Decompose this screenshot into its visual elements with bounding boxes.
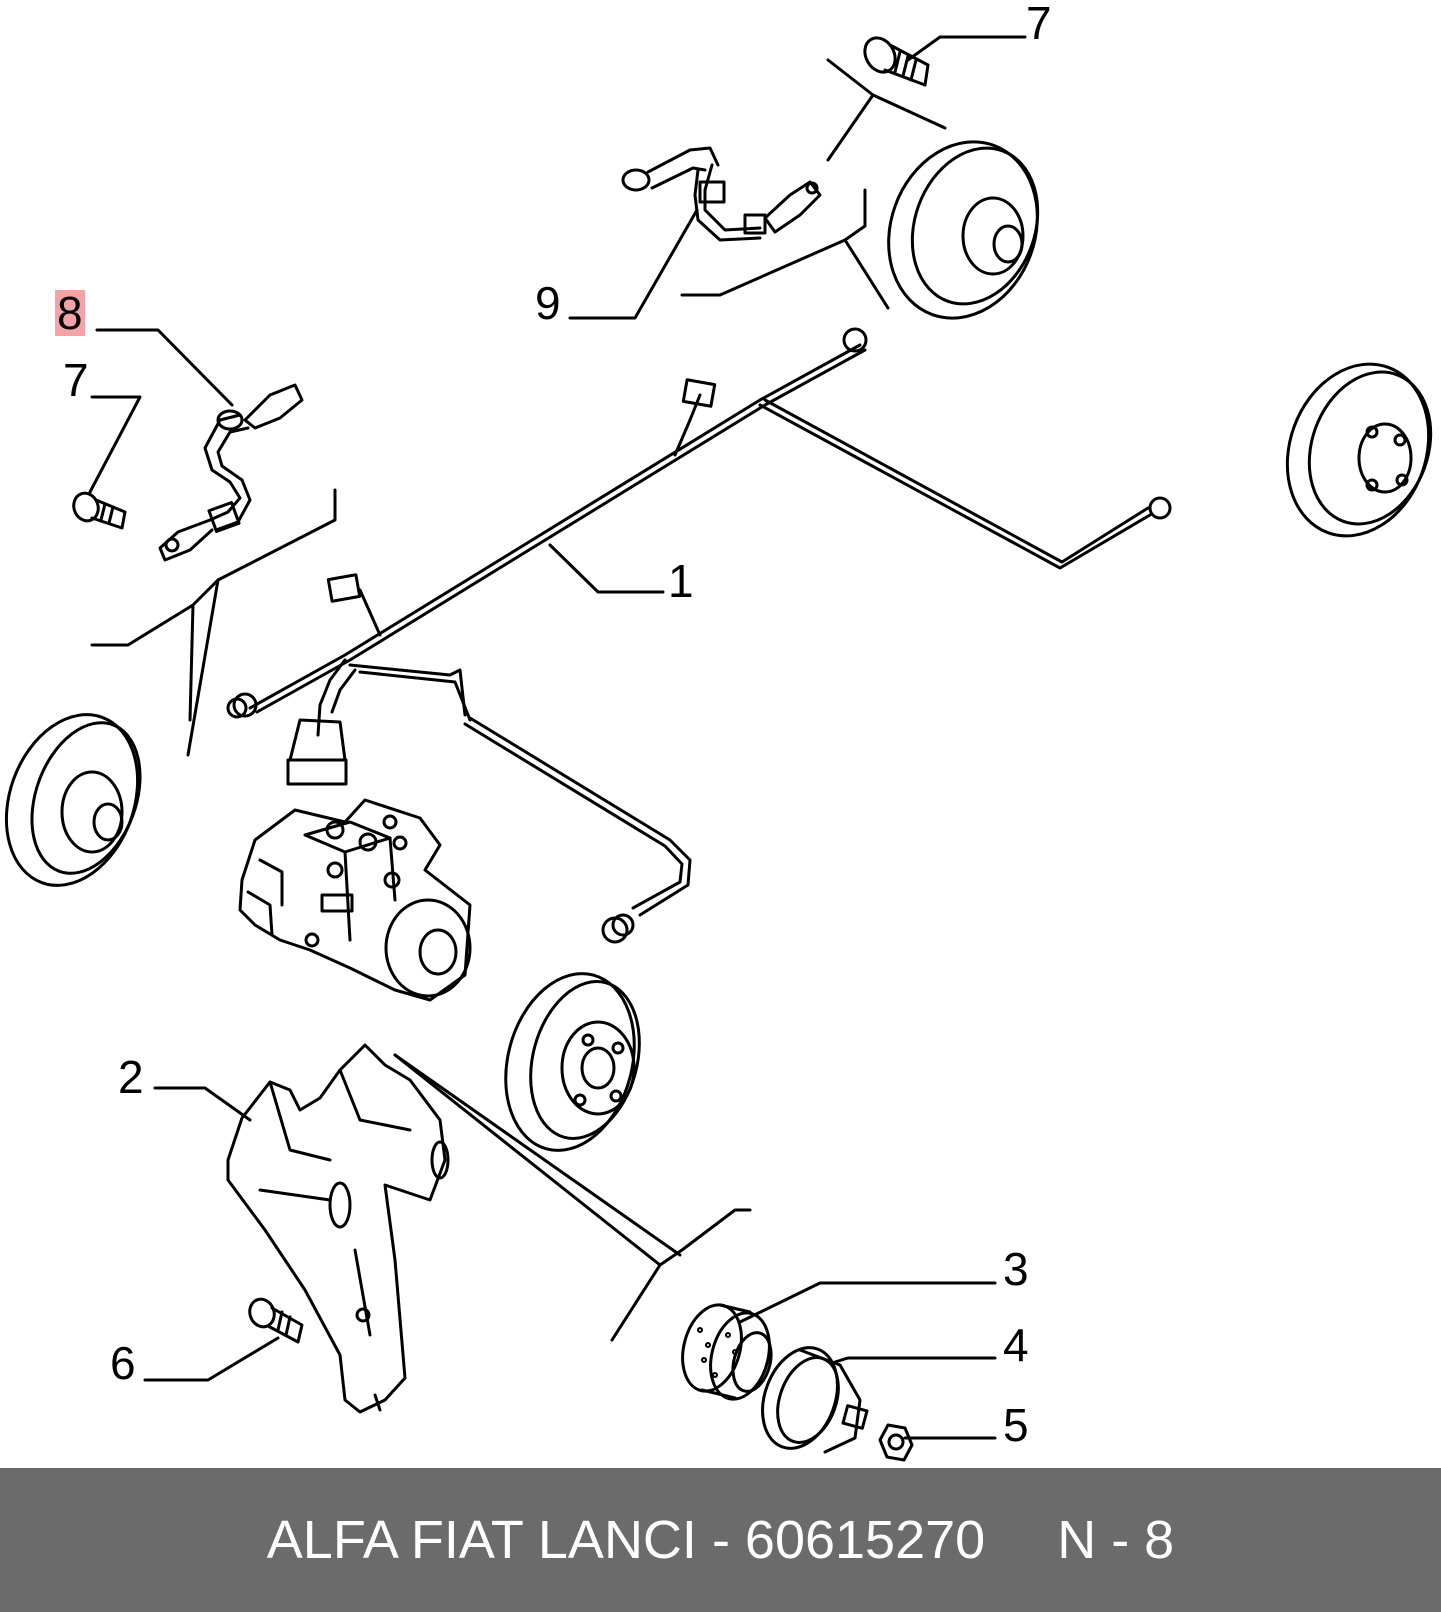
reference-number-text: N - 8 (1057, 1510, 1175, 1570)
cup-4 (761, 1346, 869, 1454)
callout-9: 9 (535, 277, 561, 329)
bracket-2 (226, 1043, 450, 1414)
callout-4: 4 (1003, 1319, 1029, 1371)
bolt-6 (248, 1297, 304, 1344)
grouping-brackets (90, 58, 947, 1342)
part-number-text: ALFA FIAT LANCI - 60615270 (266, 1510, 986, 1570)
wheel-sensor-8 (158, 383, 304, 562)
bolt-7-left (72, 491, 127, 530)
callout-7-left: 7 (63, 354, 89, 406)
bolt-7-top (863, 36, 930, 87)
leader-lines (88, 35, 1027, 1440)
abs-hydraulic-unit (238, 798, 472, 1002)
callout-8-highlighted: 8 (55, 287, 85, 339)
callout-5: 5 (1003, 1399, 1029, 1451)
callout-7-top: 7 (1026, 0, 1052, 49)
footer-bar: ALFA FIAT LANCI - 60615270 N - 8 (0, 1468, 1441, 1612)
nut-5 (878, 1423, 914, 1462)
rubber-mount-3 (681, 1303, 773, 1401)
brake-disc-top-right (887, 140, 1040, 320)
callout-1: 1 (668, 555, 694, 607)
callout-2: 2 (118, 1051, 144, 1103)
brake-disc-right (1285, 362, 1433, 538)
parts-diagram: 7 9 8 7 1 2 3 4 5 6 (4, 0, 1433, 1462)
wiring-harness (226, 327, 1172, 944)
wheel-sensor-9 (621, 146, 822, 242)
callout-3: 3 (1003, 1243, 1029, 1295)
brake-disc-center (504, 972, 641, 1152)
callout-6: 6 (110, 1337, 136, 1389)
brake-disc-left (4, 713, 142, 887)
